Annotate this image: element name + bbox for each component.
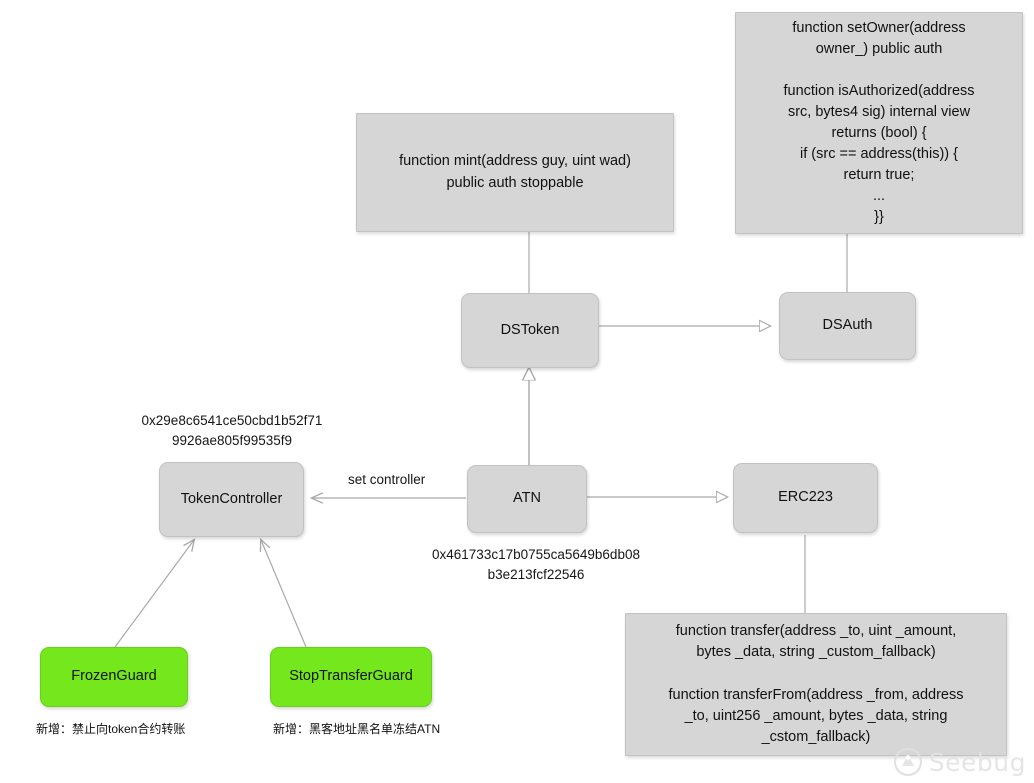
node-atn-label: ATN	[513, 490, 541, 507]
node-frozenguard[interactable]: FrozenGuard	[40, 647, 188, 707]
node-dstoken-label: DSToken	[500, 321, 560, 338]
note-erc223-text: function transfer(address _to, uint _amo…	[668, 623, 964, 745]
edge-frozenguard-to-tokencontroller	[114, 540, 194, 648]
watermark: Seebug	[893, 747, 1026, 777]
note-dsauth-functions: function setOwner(address owner_) public…	[735, 12, 1023, 234]
node-tokencontroller-label: TokenController	[180, 490, 283, 507]
watermark-text: Seebug	[928, 747, 1026, 777]
note-mint-text: function mint(address guy, uint wad) pub…	[399, 153, 631, 191]
node-tokencontroller[interactable]: TokenController	[159, 462, 304, 537]
node-dstoken[interactable]: DSToken	[461, 293, 599, 368]
note-dsauth-text: function setOwner(address owner_) public…	[783, 19, 975, 226]
edge-stoptransferguard-to-tokencontroller	[261, 540, 307, 648]
label-atn-address: 0x461733c17b0755ca5649b6db08 b3e213fcf22…	[432, 547, 640, 582]
label-set-controller: set controller	[345, 472, 429, 487]
label-tokencontroller-address: 0x29e8c6541ce50cbd1b52f71 9926ae805f9953…	[141, 413, 323, 448]
seebug-logo-icon	[893, 747, 922, 777]
note-mint-function: function mint(address guy, uint wad) pub…	[356, 113, 674, 232]
node-frozenguard-label: FrozenGuard	[71, 668, 157, 685]
caption-frozenguard: 新增：禁止向token合约转账	[36, 722, 186, 736]
note-erc223-functions: function transfer(address _to, uint _amo…	[625, 613, 1007, 756]
node-atn[interactable]: ATN	[467, 465, 587, 533]
node-dsauth-label: DSAuth	[822, 317, 873, 334]
node-erc223-label: ERC223	[778, 489, 833, 506]
node-dsauth[interactable]: DSAuth	[779, 292, 916, 360]
node-stoptransferguard[interactable]: StopTransferGuard	[270, 647, 432, 707]
node-erc223[interactable]: ERC223	[733, 463, 878, 533]
node-stoptransferguard-label: StopTransferGuard	[289, 668, 413, 685]
caption-stoptransferguard: 新增：黑客地址黑名单冻结ATN	[273, 722, 441, 736]
